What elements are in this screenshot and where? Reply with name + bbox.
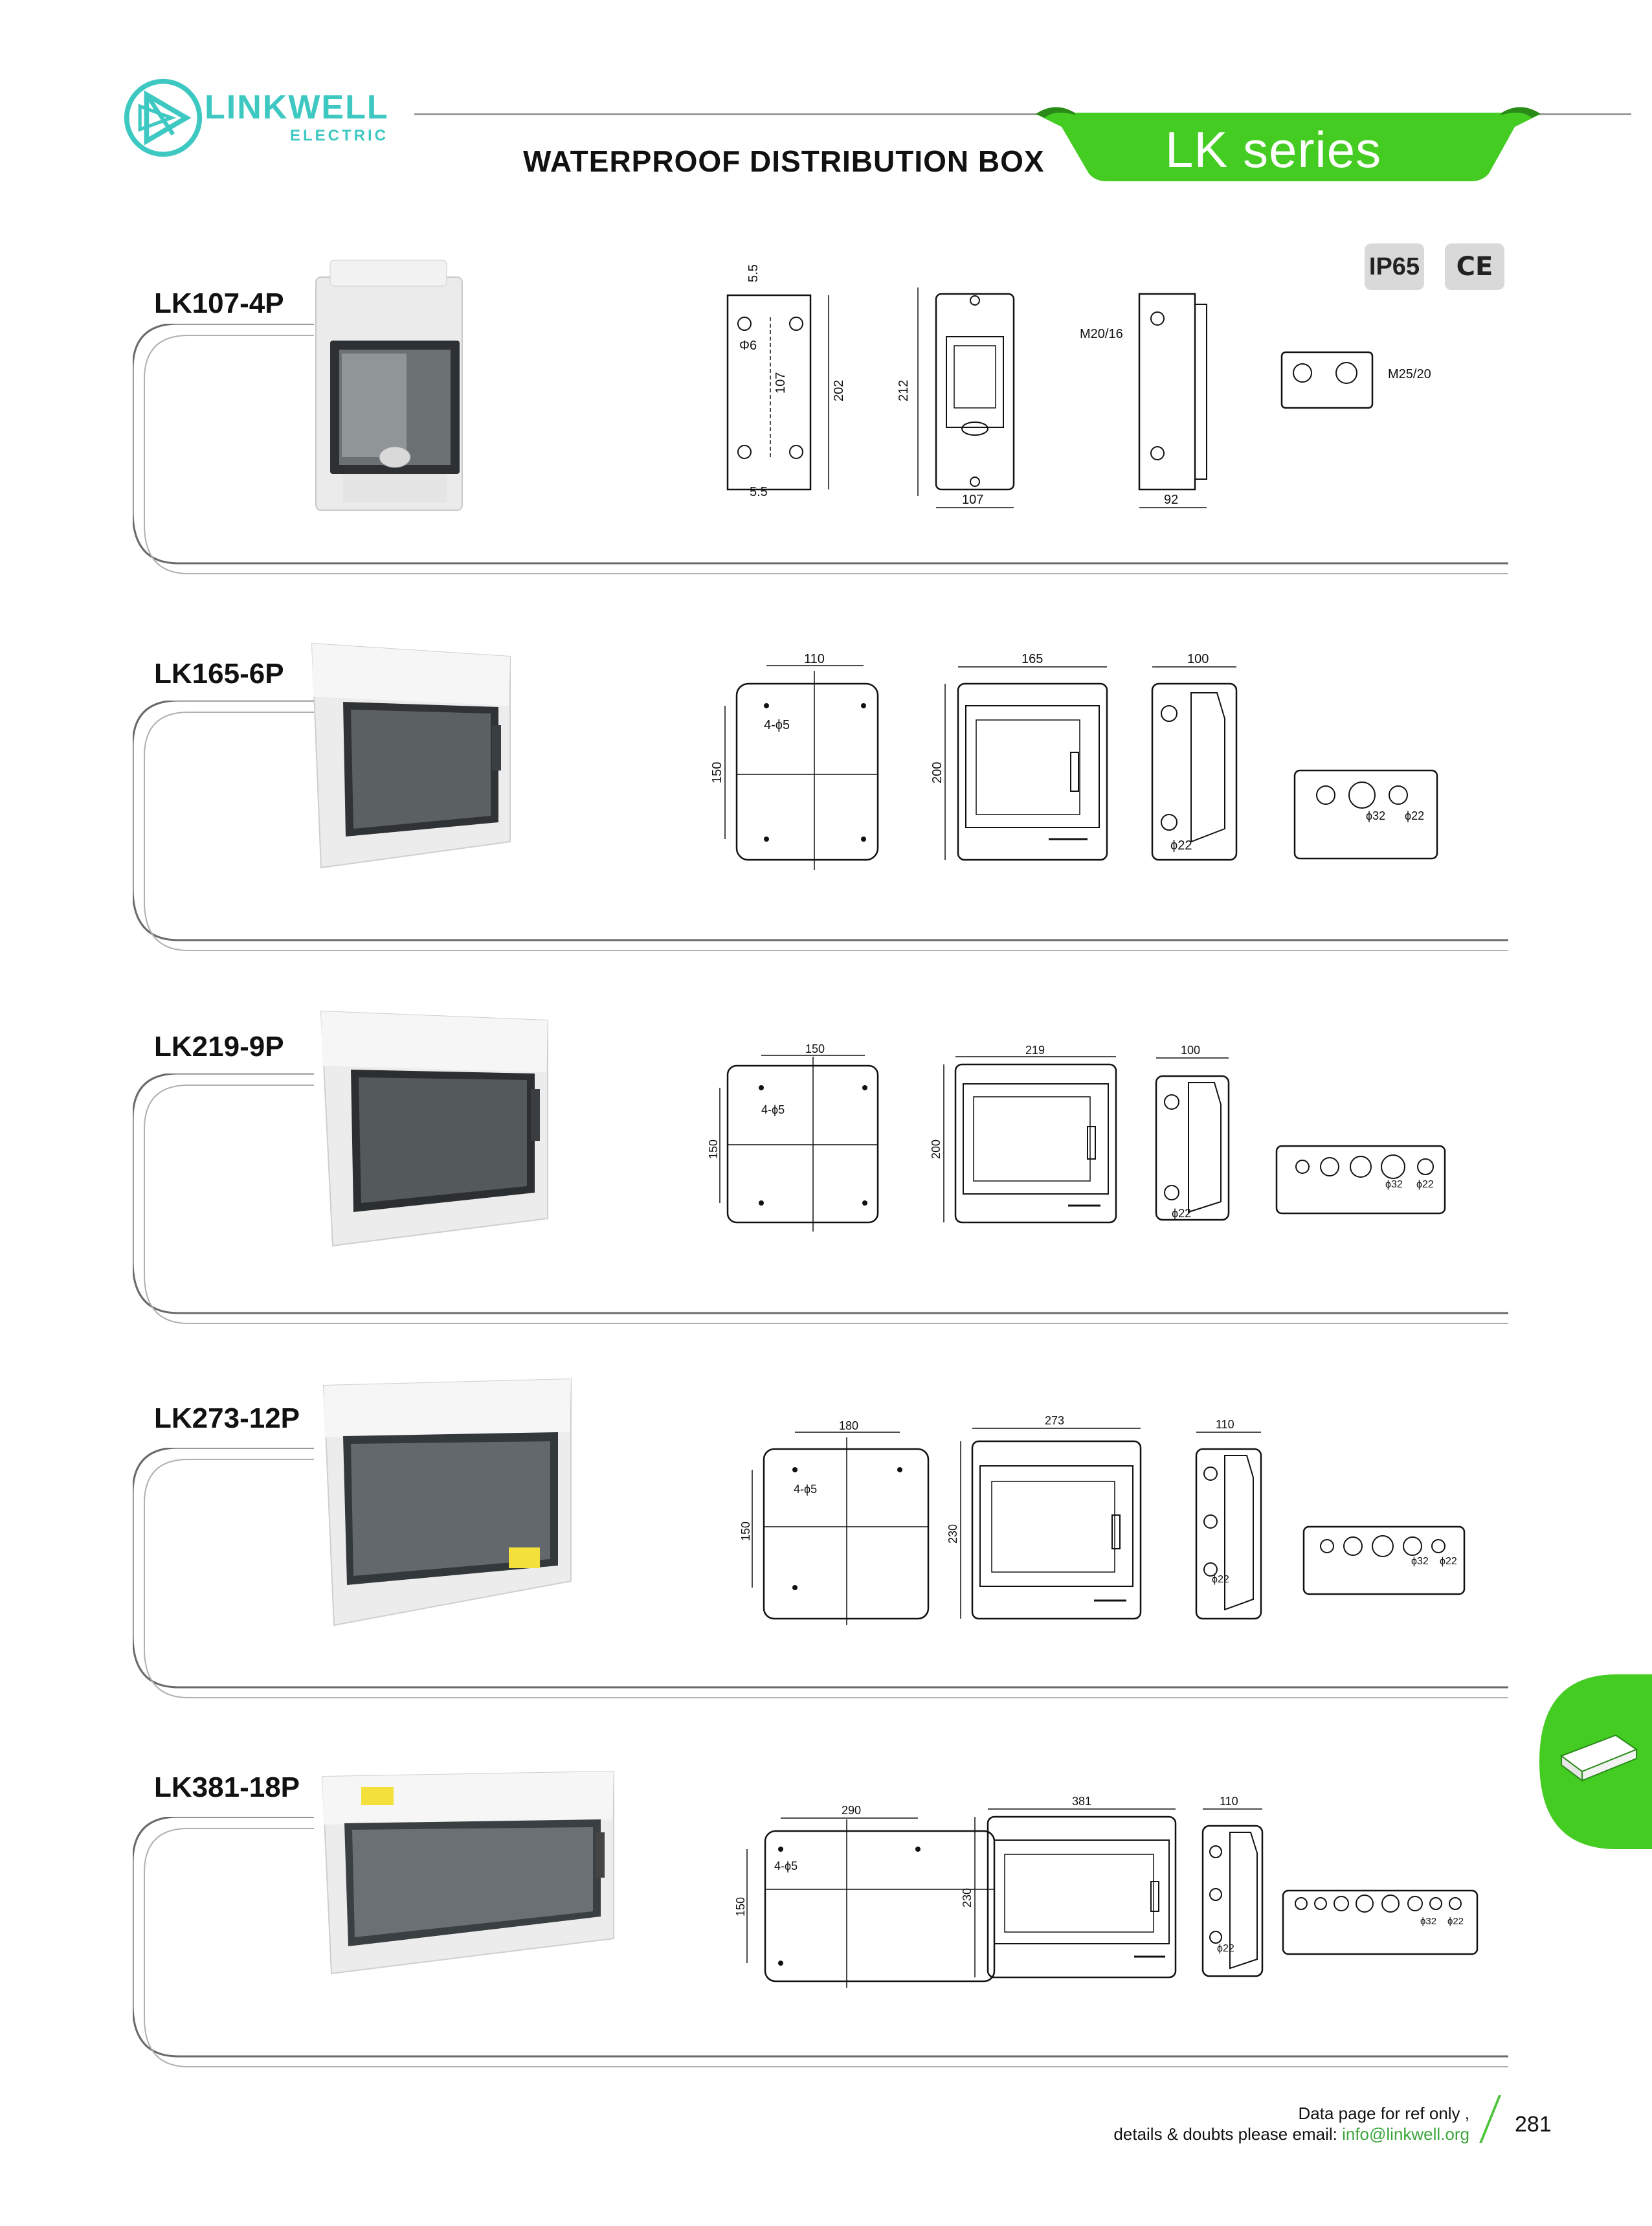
dim-mount-w: 290 (842, 1804, 861, 1817)
drawing-lk219: 150 4-ϕ5 150 200 219 100 ϕ22 ϕ32 ϕ22 (707, 1042, 1446, 1231)
footer-contact: details & doubts please email: info@link… (1113, 2124, 1469, 2144)
product-name: LK381-18P (154, 1771, 300, 1803)
row-frame-5 (133, 1817, 1508, 2067)
dim-top-gap: 5.5 (746, 264, 761, 282)
dim-holes: 4-ϕ5 (774, 1860, 798, 1872)
dim-hole: Φ6 (739, 339, 757, 353)
dim-depth: 100 (1187, 652, 1209, 666)
dim-holes: 4-ϕ5 (794, 1483, 817, 1496)
dim-holes: 4-ϕ5 (764, 718, 790, 732)
dim-knockout-32: ϕ32 (1366, 809, 1385, 822)
dim-height: 200 (930, 1140, 943, 1159)
footer-note: Data page for ref only , (1298, 2104, 1469, 2123)
dim-knockout-side: ϕ22 (1217, 1943, 1234, 1954)
category-side-tab (1539, 1674, 1652, 1849)
dim-mount-w: 150 (805, 1042, 825, 1055)
drawing-lk107: 5.5 Φ6 107 202 5.5 212 107 M20/16 92 M25… (726, 264, 1431, 508)
dim-bottom-gap: 5.5 (750, 485, 768, 499)
dim-inner-h: 107 (774, 372, 788, 394)
dim-body-h: 212 (897, 380, 911, 401)
brand-logo: LINKWELL ELECTRIC (122, 76, 394, 161)
dim-depth: 110 (1216, 1418, 1234, 1431)
series-tab (1036, 107, 1541, 181)
product-name: LK219-9P (154, 1031, 284, 1062)
dim-height: 202 (832, 380, 846, 401)
dim-knockout-side: ϕ22 (1172, 1207, 1191, 1220)
product-name: LK273-12P (154, 1402, 300, 1434)
footer-contact-text: details & doubts please email: (1113, 2124, 1343, 2144)
dim-knockout-22: ϕ22 (1447, 1916, 1464, 1927)
dim-mount-h: 150 (734, 1897, 747, 1917)
dim-mount-h: 150 (707, 1140, 720, 1159)
product-name: LK107-4P (154, 287, 284, 319)
dim-knockout-side: ϕ22 (1170, 838, 1192, 853)
brand-name: LINKWELL (205, 89, 389, 126)
linkwell-logo-icon (124, 78, 203, 157)
dim-mount-w: 180 (839, 1419, 858, 1432)
dim-mount-w: 110 (804, 652, 825, 666)
brand-sub: ELECTRIC (290, 127, 388, 144)
product-photo-lk107 (315, 260, 463, 511)
product-photo-lk219 (320, 1010, 548, 1247)
product-photo-lk381 (321, 1770, 614, 1975)
ce-badge: CE (1445, 243, 1504, 290)
drawing-lk381: 290 4-ϕ5 150 230 381 110 ϕ22 ϕ32 ϕ22 (734, 1795, 1479, 1988)
dim-knockout-32: ϕ32 (1385, 1179, 1403, 1190)
dim-width: 107 (962, 493, 983, 507)
product-photo-lk273 (322, 1378, 572, 1626)
drawing-lk165: 110 4-ϕ5 150 200 165 100 ϕ22 ϕ32 ϕ22 (710, 652, 1438, 870)
row-frame-4 (133, 1448, 1508, 1698)
dim-mount-h: 150 (739, 1522, 752, 1541)
dim-knockout-side: ϕ22 (1212, 1574, 1229, 1585)
dim-gland-bottom: M25/20 (1388, 367, 1431, 381)
row-frame-1 (133, 324, 1508, 574)
product-photo-lk165 (311, 642, 511, 869)
dim-width: 219 (1025, 1044, 1045, 1057)
dim-height: 230 (946, 1524, 959, 1544)
series-label: LK series (1165, 121, 1382, 178)
row-frame-2 (133, 701, 1508, 951)
dim-width: 273 (1045, 1414, 1064, 1427)
row-frame-3 (133, 1074, 1508, 1324)
drawing-lk273: 180 4-ϕ5 150 230 273 110 ϕ22 ϕ32 ϕ22 (739, 1414, 1466, 1625)
dim-holes: 4-ϕ5 (761, 1103, 785, 1116)
dim-knockout-22: ϕ22 (1416, 1179, 1434, 1190)
dim-knockout-22: ϕ22 (1440, 1556, 1457, 1567)
dim-depth: 100 (1181, 1044, 1200, 1057)
header-divider (414, 113, 1631, 115)
dim-height: 230 (961, 1888, 974, 1907)
dim-width: 381 (1072, 1795, 1091, 1808)
ip65-badge: IP65 (1365, 243, 1424, 290)
product-name: LK165-6P (154, 658, 284, 690)
dim-depth: 110 (1220, 1795, 1238, 1808)
dim-width: 165 (1021, 652, 1043, 666)
dim-height: 200 (930, 762, 944, 783)
page-number: 281 (1515, 2112, 1552, 2137)
page-title: WATERPROOF DISTRIBUTION BOX (523, 144, 1045, 178)
enclosure-icon (1559, 1734, 1638, 1782)
dim-knockout-22: ϕ22 (1405, 809, 1424, 822)
dim-depth: 92 (1164, 493, 1178, 507)
dim-gland-side: M20/16 (1080, 327, 1123, 341)
dim-mount-h: 150 (710, 762, 724, 783)
dim-knockout-32: ϕ32 (1411, 1556, 1429, 1567)
footer-divider (1479, 2095, 1501, 2143)
footer-email-link[interactable]: info@linkwell.org (1342, 2124, 1469, 2144)
dim-knockout-32: ϕ32 (1420, 1916, 1436, 1927)
